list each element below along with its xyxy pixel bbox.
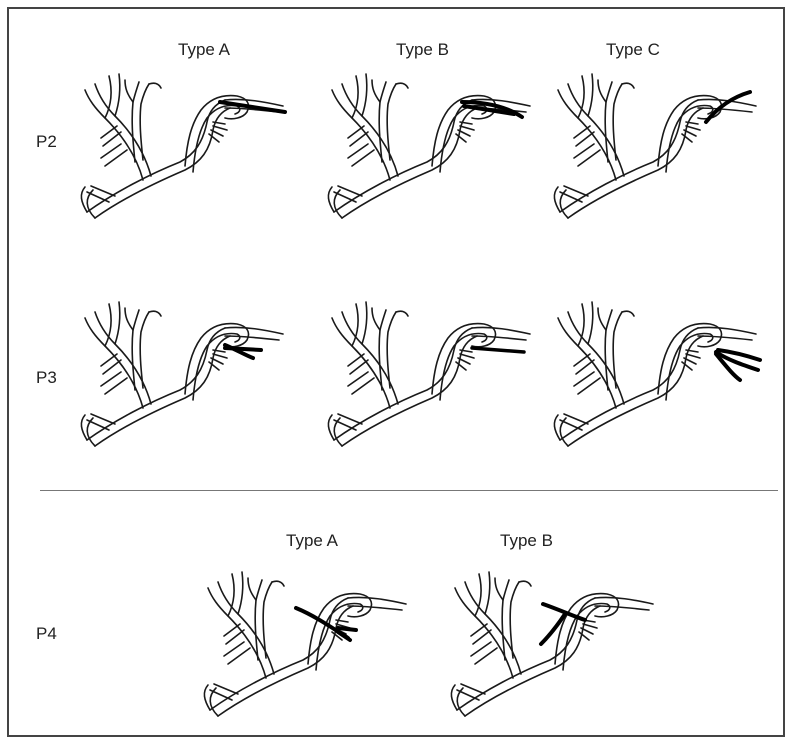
col-label-type-b: Type B — [396, 40, 449, 60]
panel-p3-type-a — [75, 290, 305, 450]
col-label-p4-type-a: Type A — [286, 531, 338, 551]
vessel-tree — [554, 74, 756, 218]
variant-highlight — [225, 345, 261, 358]
variant-highlight — [472, 348, 524, 352]
variant-highlight — [716, 350, 760, 380]
vessel-tree — [328, 74, 530, 218]
panel-p2-type-a — [75, 62, 305, 222]
vessel-tree — [81, 74, 283, 218]
row-label-p2: P2 — [36, 132, 57, 152]
section-divider — [40, 490, 778, 491]
panel-p2-type-c — [548, 62, 778, 222]
vessel-tree — [204, 572, 406, 716]
row-label-p4: P4 — [36, 624, 57, 644]
variant-highlight — [220, 102, 285, 112]
vessel-tree — [328, 302, 530, 446]
vessel-tree — [451, 572, 653, 716]
panel-p2-type-b — [322, 62, 552, 222]
vessel-tree — [81, 302, 283, 446]
panel-p4-type-a — [198, 560, 428, 720]
row-label-p3: P3 — [36, 368, 57, 388]
panel-p4-type-b — [445, 560, 675, 720]
vessel-tree — [554, 302, 756, 446]
col-label-p4-type-b: Type B — [500, 531, 553, 551]
col-label-type-a: Type A — [178, 40, 230, 60]
panel-p3-type-c — [548, 290, 778, 450]
panel-p3-type-b — [322, 290, 552, 450]
col-label-type-c: Type C — [606, 40, 660, 60]
